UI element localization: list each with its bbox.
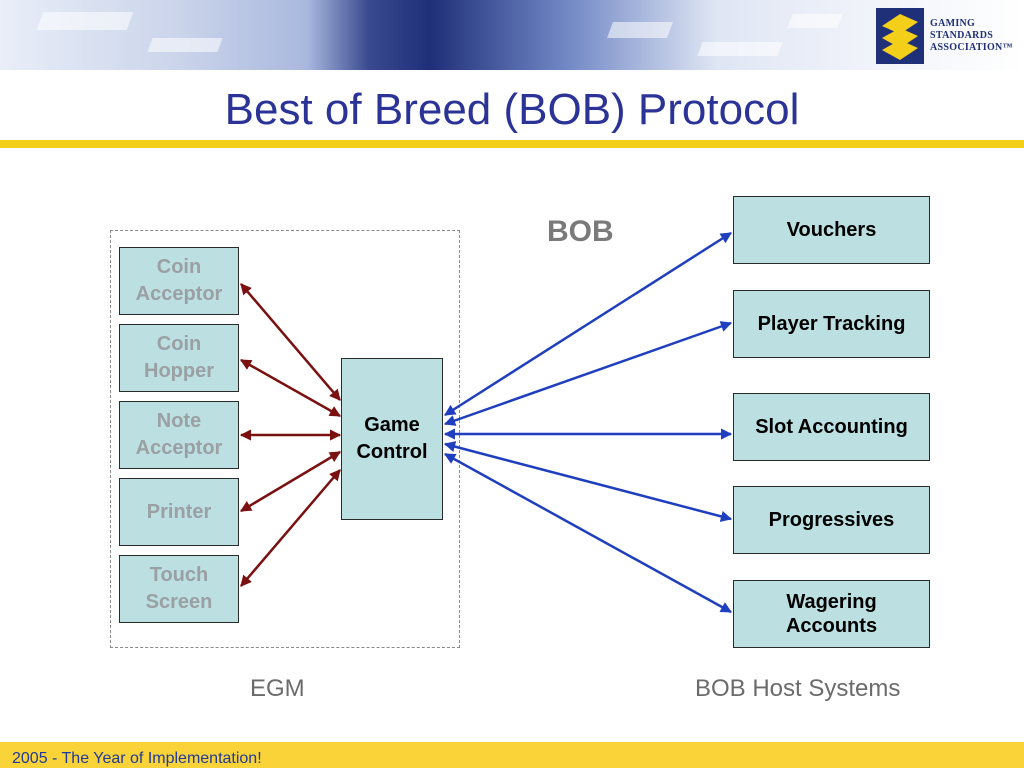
arrow-coin-acceptor <box>240 283 341 401</box>
logo-line-1: GAMING <box>930 18 976 29</box>
header-banner: GAMING STANDARDS ASSOCIATION™ <box>0 0 1024 70</box>
arrow-coin-hopper <box>240 358 341 418</box>
e3-logo-icon <box>876 8 924 64</box>
device-coin-acceptor: Coin Acceptor <box>119 247 239 315</box>
device-label: Note Acceptor <box>135 410 223 459</box>
logo-text: GAMING STANDARDS ASSOCIATION™ <box>930 18 1013 54</box>
device-coin-hopper: Coin Hopper <box>119 324 239 392</box>
arrow-player-tracking <box>443 321 733 426</box>
bob-label: BOB <box>547 215 614 248</box>
arrow-wagering-accounts <box>444 452 732 614</box>
egm-caption: EGM <box>250 675 305 702</box>
arrow-printer <box>240 450 341 513</box>
footer-bar <box>0 742 1024 768</box>
host-slot-accounting: Slot Accounting <box>733 393 930 461</box>
device-label: Printer <box>146 500 212 523</box>
device-label: Touch Screen <box>145 564 213 613</box>
device-note-acceptor: Note Acceptor <box>119 401 239 469</box>
host-label: Player Tracking <box>757 313 906 335</box>
host-systems-caption: BOB Host Systems <box>695 675 901 702</box>
logo-line-3: ASSOCIATION™ <box>930 42 1013 53</box>
logo-line-2: STANDARDS <box>930 30 994 41</box>
host-label: Progressives <box>768 509 895 531</box>
host-wagering-accounts: Wagering Accounts <box>733 580 930 648</box>
host-label: Slot Accounting <box>755 416 908 438</box>
host-label: Vouchers <box>786 219 877 241</box>
device-printer: Printer <box>119 478 239 546</box>
device-touch-screen: Touch Screen <box>119 555 239 623</box>
device-label: Coin Acceptor <box>135 256 223 305</box>
arrow-touch-screen <box>240 469 341 587</box>
arrow-vouchers <box>444 231 732 417</box>
host-progressives: Progressives <box>733 486 930 554</box>
slide-title: Best of Breed (BOB) Protocol <box>224 85 800 134</box>
device-label: Coin Hopper <box>144 333 214 382</box>
host-vouchers: Vouchers <box>733 196 930 264</box>
footer-text: 2005 - The Year of Implementation! <box>12 750 262 767</box>
host-label: Wagering Accounts <box>785 591 878 637</box>
title-underline <box>0 140 1024 148</box>
arrow-progressives <box>443 441 733 522</box>
game-control-label: Game Control <box>356 414 428 463</box>
host-player-tracking: Player Tracking <box>733 290 930 358</box>
game-control-box: Game Control <box>341 358 443 520</box>
